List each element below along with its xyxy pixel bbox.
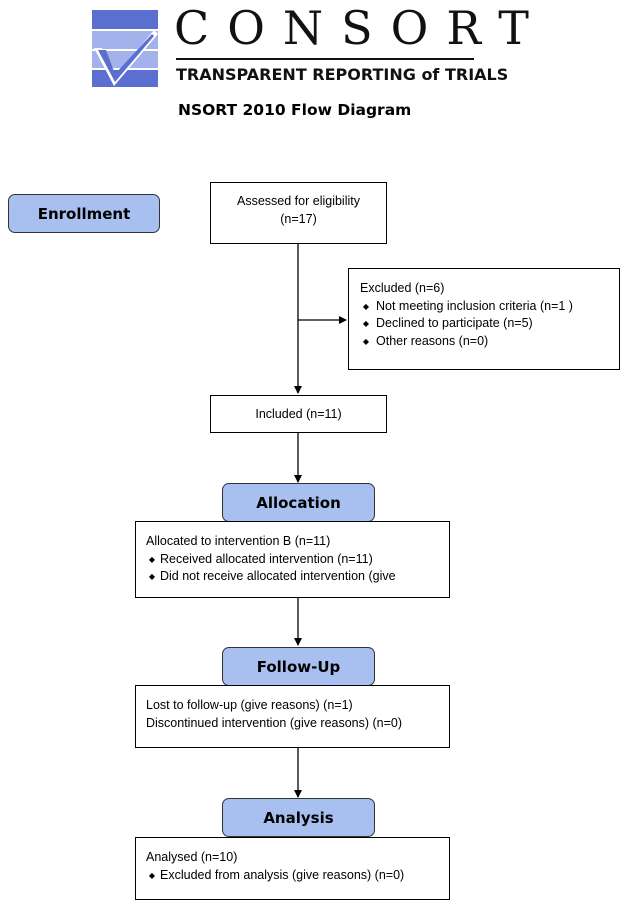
stage-followup: Follow-Up (222, 647, 375, 686)
excluded-item: ◆ Not meeting inclusion criteria (n=1 ) (360, 298, 619, 316)
bullet-diamond-icon: ◆ (148, 572, 156, 581)
allocated-item-text: Received allocated intervention (n=11) (160, 551, 373, 566)
assessed-box: Assessed for eligibility (n=17) (210, 182, 387, 244)
bullet-diamond-icon: ◆ (148, 554, 156, 564)
allocated-item: ◆ Did not receive allocated intervention… (146, 568, 449, 586)
assessed-label: Assessed for eligibility (237, 194, 360, 208)
bullet-diamond-icon: ◆ (362, 301, 370, 311)
consort-logo-mark (92, 10, 158, 87)
followup-box: Lost to follow-up (give reasons) (n=1) D… (135, 685, 450, 748)
analysed-box: Analysed (n=10) ◆ Excluded from analysis… (135, 837, 450, 900)
excluded-item: ◆ Declined to participate (n=5) (360, 315, 619, 333)
analysed-header: Analysed (n=10) (146, 850, 238, 864)
stage-analysis: Analysis (222, 798, 375, 837)
logo-tagline: TRANSPARENT REPORTING of TRIALS (176, 65, 509, 84)
stage-enrollment: Enrollment (8, 194, 160, 233)
allocated-item-text: Did not receive allocated intervention (… (160, 569, 396, 583)
included-box: Included (n=11) (210, 395, 387, 433)
assessed-count: (n=17) (280, 211, 317, 226)
excluded-item: ◆ Other reasons (n=0) (360, 333, 619, 351)
bullet-diamond-icon: ◆ (362, 319, 370, 328)
allocated-item: ◆ Received allocated intervention (n=11) (146, 551, 449, 569)
excluded-box: Excluded (n=6) ◆ Not meeting inclusion c… (348, 268, 620, 370)
stage-allocation: Allocation (222, 483, 375, 522)
bullet-diamond-icon: ◆ (362, 336, 370, 346)
analysed-item: ◆ Excluded from analysis (give reasons) … (146, 867, 449, 885)
allocated-header: Allocated to intervention B (n=11) (146, 534, 331, 548)
analysed-item-text: Excluded from analysis (give reasons) (n… (160, 867, 405, 882)
excluded-item-text: Declined to participate (n=5) (376, 316, 533, 330)
excluded-item-text: Not meeting inclusion criteria (n=1 ) (376, 298, 573, 313)
bullet-diamond-icon: ◆ (148, 870, 156, 880)
page-title: NSORT 2010 Flow Diagram (178, 101, 412, 119)
allocated-box: Allocated to intervention B (n=11) ◆ Rec… (135, 521, 450, 598)
excluded-header: Excluded (n=6) (360, 281, 445, 295)
followup-line: Lost to follow-up (give reasons) (n=1) (146, 698, 353, 712)
followup-line: Discontinued intervention (give reasons)… (146, 715, 403, 730)
logo-rule (176, 58, 474, 60)
excluded-item-text: Other reasons (n=0) (376, 333, 489, 348)
logo-wordmark: CONSORT (174, 1, 547, 55)
included-label: Included (n=11) (255, 407, 342, 421)
